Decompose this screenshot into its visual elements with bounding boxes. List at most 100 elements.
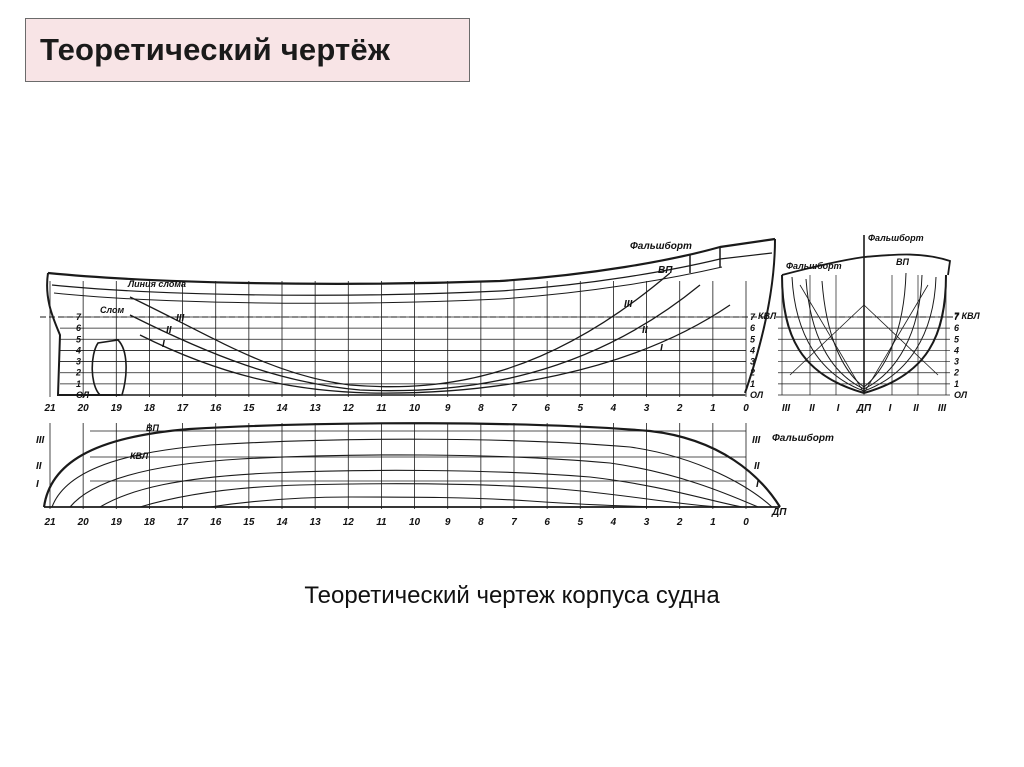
plan-station-label: 18 [144, 517, 156, 528]
plan-station-label: 17 [177, 517, 189, 528]
profile-waterline-label-bow: 7 [750, 312, 756, 322]
plan-station-label: 16 [210, 517, 222, 528]
plan-buttock-I: I [756, 479, 759, 490]
profile-station-label: 0 [743, 403, 749, 414]
profile-deck-line [51, 252, 773, 296]
profile-stem [744, 238, 776, 394]
profile-station-label: 15 [243, 403, 255, 414]
body-plan-waterline-label: 3 [954, 357, 959, 367]
plan-waterline-e [209, 496, 681, 508]
plan-station-label: 8 [478, 517, 484, 528]
profile-station-label: 21 [43, 403, 56, 414]
profile-waterline-label-stern: 7 [76, 312, 82, 322]
plan-station-label: 12 [343, 517, 355, 528]
body-plan-view [776, 235, 954, 396]
profile-station-label: 19 [111, 403, 123, 414]
plan-grid [49, 423, 747, 509]
body-label-kvl: 7 КВЛ [954, 311, 980, 321]
profile-station-label: 17 [177, 403, 189, 414]
profile-waterline-label-stern: 2 [75, 368, 81, 378]
plan-station-label: 15 [243, 517, 255, 528]
profile-waterline-label-bow: 4 [749, 345, 755, 355]
plan-label-dp: ДП [771, 507, 787, 518]
label-buttock-III-bow: III [624, 299, 633, 310]
body-frame-5 [863, 274, 923, 390]
profile-station-label: 2 [676, 403, 683, 414]
body-plan-axis-label: II [809, 403, 815, 414]
body-frame-4 [863, 276, 937, 392]
profile-sheer-line [47, 237, 776, 285]
body-deck [781, 253, 951, 276]
plan-station-label: 21 [43, 517, 56, 528]
profile-station-label: 7 [511, 403, 517, 414]
plan-station-label: 0 [743, 517, 749, 528]
label-kvl: КВЛ [758, 311, 777, 321]
buttock-II [129, 284, 701, 392]
profile-station-label: 16 [210, 403, 222, 414]
plan-station-label: 1 [710, 517, 716, 528]
body-frame-1 [791, 276, 865, 392]
body-diagonal-1 [799, 284, 865, 394]
title-box: Теоретический чертёж [25, 18, 470, 82]
profile-waterline-label-stern: 5 [76, 334, 82, 344]
profile-station-label: 10 [409, 403, 421, 414]
plan-buttock-II: II [754, 461, 760, 472]
plan-station-label: 7 [511, 517, 517, 528]
label-buttock-II-bow: II [642, 325, 648, 336]
plan-label-bulwark: Фальшборт [772, 432, 834, 444]
profile-station-label: 11 [376, 403, 387, 414]
profile-station-label: 8 [478, 403, 484, 414]
slide-title: Теоретический чертёж [40, 32, 391, 67]
label-buttock-I: I [162, 339, 165, 350]
bow-bulwark [689, 247, 721, 273]
profile-station-label: 3 [644, 403, 650, 414]
profile-station-label: 20 [77, 403, 90, 414]
buttock-III [129, 272, 671, 388]
profile-station-label: 9 [445, 403, 451, 414]
profile-break-line [53, 266, 723, 304]
body-plan-waterline-label: ОЛ [954, 390, 968, 400]
plan-station-label: 11 [376, 517, 387, 528]
profile-waterline-label-bow: 5 [750, 334, 756, 344]
profile-station-label: 1 [710, 403, 716, 414]
label-break-line: Линия слома [127, 279, 186, 289]
profile-waterline-label-bow: 6 [750, 323, 756, 333]
profile-waterline-label-bow: 1 [750, 379, 755, 389]
profile-station-label: 5 [578, 403, 584, 414]
profile-waterline-label-bow: ОЛ [750, 390, 764, 400]
profile-waterline-label-bow: 2 [749, 368, 755, 378]
profile-waterline-label-stern: ОЛ [76, 390, 90, 400]
body-frame-6 [863, 272, 907, 388]
profile-waterline-label-stern: 3 [76, 357, 81, 367]
body-plan-waterline-label: 1 [954, 379, 959, 389]
plan-buttock-III: III [752, 435, 761, 446]
body-plan-axis-label: I [837, 403, 840, 414]
plan-buttock-I-left: I [36, 479, 39, 490]
body-diagonal-2 [863, 284, 929, 394]
body-label-bulwark-left: Фальшборт [786, 261, 842, 271]
label-break: Слом [100, 305, 124, 315]
rudder-aperture [91, 339, 127, 396]
profile-waterline-label-stern: 4 [75, 345, 81, 355]
profile-station-label: 12 [343, 403, 355, 414]
plan-station-label: 4 [610, 517, 617, 528]
label-buttock-III: III [176, 313, 185, 324]
profile-waterline-label-bow: 3 [750, 357, 755, 367]
body-plan-axis-label: I [889, 403, 892, 414]
body-plan-axis-label: III [782, 403, 791, 414]
plan-station-label: 9 [445, 517, 451, 528]
body-plan-axis-label: III [938, 403, 947, 414]
plan-station-label: 6 [544, 517, 550, 528]
plan-waterline-b [69, 454, 759, 508]
profile-waterline-label-stern: 1 [76, 379, 81, 389]
plan-waterline-a [51, 438, 773, 508]
body-plan-axis-label: II [913, 403, 919, 414]
body-frame-2 [805, 278, 865, 390]
plan-buttock-II-left: II [36, 461, 42, 472]
plan-station-label: 19 [111, 517, 123, 528]
buttock-I [139, 304, 731, 394]
